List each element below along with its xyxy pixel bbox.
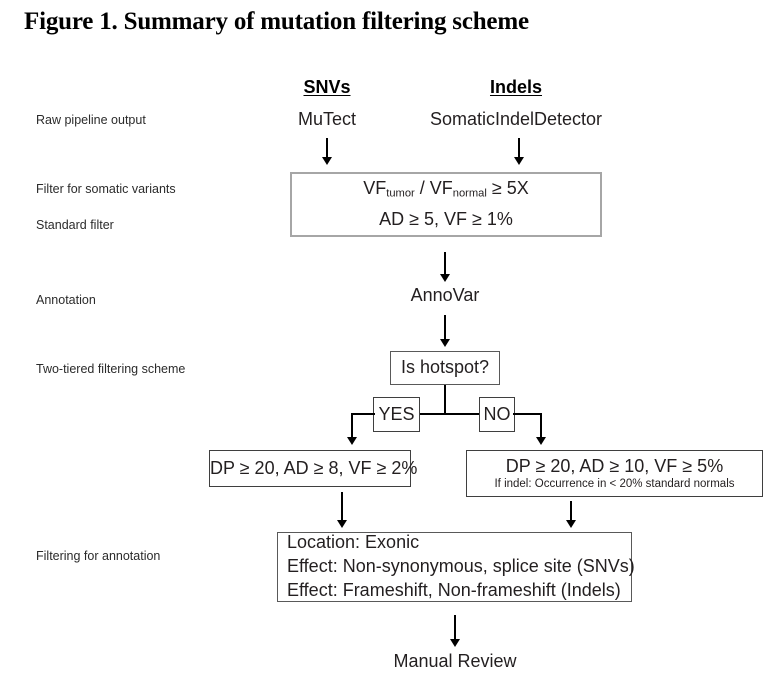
connector-rail-to-no: [444, 413, 480, 415]
vf-prefix: VF: [363, 177, 387, 198]
decision-box-is-hotspot: Is hotspot?: [390, 351, 500, 385]
branch-box-yes: YES: [373, 397, 420, 432]
tier-box-hotspot-no-criteria: DP ≥ 20, AD ≥ 10, VF ≥ 5%: [505, 455, 724, 476]
connector-no-elbow-vertical: [540, 413, 542, 439]
branch-box-no: NO: [479, 397, 515, 432]
arrowhead-tier-no-to-annotation-filter: [566, 520, 576, 528]
connector-indeldetector-to-filter: [518, 138, 520, 159]
stage-label-two-tiered-filtering-scheme: Two-tiered filtering scheme: [36, 362, 186, 376]
somatic-filter-box: VFtumor / VFnormal ≥ 5X AD ≥ 5, VF ≥ 1%: [290, 172, 602, 237]
column-heading-indels: Indels: [489, 77, 543, 97]
tier-box-hotspot-no: DP ≥ 20, AD ≥ 10, VF ≥ 5% If indel: Occu…: [466, 450, 763, 497]
arrowhead-mutect-to-filter: [322, 157, 332, 165]
decision-label-is-hotspot: Is hotspot?: [400, 357, 490, 378]
stage-label-filtering-for-annotation: Filtering for annotation: [36, 549, 161, 563]
tier-box-hotspot-yes-criteria: DP ≥ 20, AD ≥ 8, VF ≥ 2%: [210, 457, 418, 478]
connector-no-elbow-horizontal: [513, 413, 542, 415]
stage-label-filter-for-somatic-variants: Filter for somatic variants: [36, 182, 176, 196]
connector-rail-to-yes: [420, 413, 446, 415]
annotation-filter-location: Location: Exonic: [287, 532, 420, 553]
connector-yes-elbow-horizontal: [351, 413, 375, 415]
annotation-filter-effect-indels: Effect: Frameshift, Non-frameshift (Inde…: [287, 579, 621, 600]
connector-hotspot-stem: [444, 385, 446, 415]
arrowhead-filter-to-annovar: [440, 274, 450, 282]
column-heading-snvs: SNVs: [303, 77, 351, 97]
arrowhead-indeldetector-to-filter: [514, 157, 524, 165]
annotation-filter-effect-snvs: Effect: Non-synonymous, splice site (SNV…: [287, 556, 635, 577]
connector-filter-to-annovar: [444, 252, 446, 276]
connector-tier-yes-to-annotation-filter: [341, 492, 343, 522]
tier-box-hotspot-yes: DP ≥ 20, AD ≥ 8, VF ≥ 2%: [209, 450, 418, 487]
connector-annotation-to-manual-review: [454, 615, 456, 641]
connector-yes-elbow-vertical: [351, 413, 353, 439]
annotation-filter-box: Location: Exonic Effect: Non-synonymous,…: [277, 532, 635, 602]
tool-mutect: MuTect: [297, 109, 357, 129]
connector-tier-no-to-annotation-filter: [570, 501, 572, 522]
tool-somatic-indel-detector: SomaticIndelDetector: [429, 109, 603, 129]
connector-mutect-to-filter: [326, 138, 328, 159]
vf-normal-subscript: normal: [452, 187, 487, 200]
arrowhead-yes-to-tier-box: [347, 437, 357, 445]
arrowhead-tier-yes-to-annotation-filter: [337, 520, 347, 528]
somatic-filter-line-ad-vf: AD ≥ 5, VF ≥ 1%: [379, 209, 513, 230]
arrowhead-annotation-to-manual-review: [450, 639, 460, 647]
arrowhead-no-to-tier-box: [536, 437, 546, 445]
stage-label-standard-filter: Standard filter: [36, 218, 114, 232]
stage-label-annotation: Annotation: [36, 293, 96, 307]
node-manual-review: Manual Review: [393, 651, 517, 671]
figure-title: Figure 1. Summary of mutation filtering …: [24, 8, 529, 35]
vf-threshold: ≥ 5X: [486, 177, 529, 198]
connector-annovar-to-hotspot: [444, 315, 446, 341]
branch-label-no: NO: [483, 403, 511, 424]
somatic-filter-line-vf-ratio: VFtumor / VFnormal ≥ 5X: [292, 178, 600, 201]
arrowhead-annovar-to-hotspot: [440, 339, 450, 347]
vf-tumor-subscript: tumor: [386, 187, 415, 200]
tier-box-hotspot-no-indel-note: If indel: Occurrence in < 20% standard n…: [494, 477, 735, 490]
branch-label-yes: YES: [378, 403, 415, 424]
node-annovar: AnnoVar: [410, 285, 480, 305]
vf-separator: / VF: [414, 177, 453, 198]
stage-label-raw-pipeline-output: Raw pipeline output: [36, 113, 146, 127]
